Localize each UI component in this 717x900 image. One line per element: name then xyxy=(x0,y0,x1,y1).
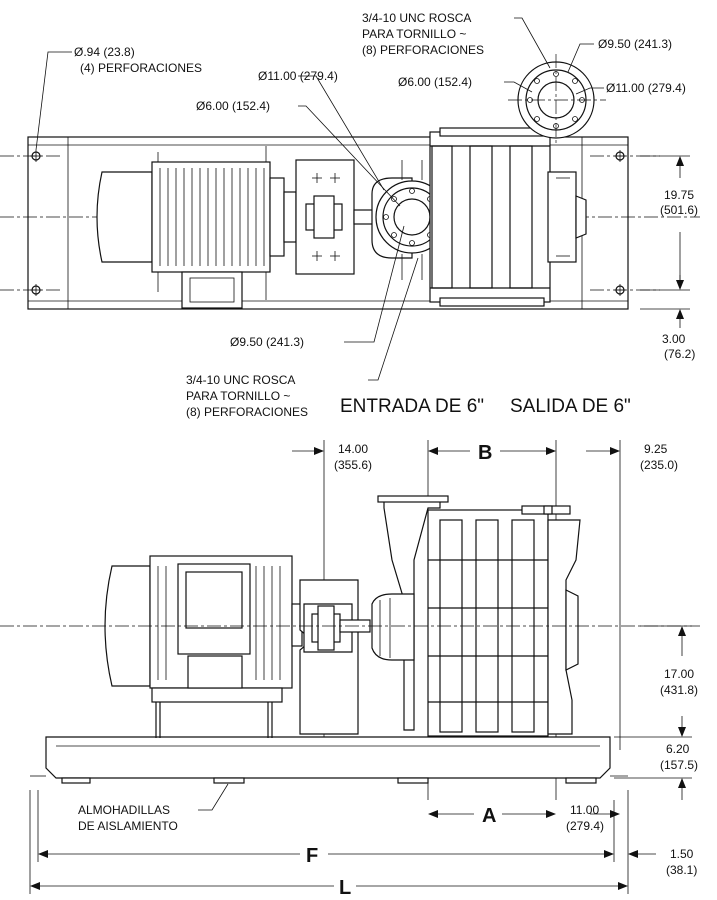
label-dim-150-b: (38.1) xyxy=(666,863,697,877)
dim-a xyxy=(428,810,556,818)
top-view: Ø.94 (23.8) (4) PERFORACIONES 3/4-10 UNC… xyxy=(0,11,700,419)
side-motor xyxy=(104,555,303,738)
label-dim-1700-b: (431.8) xyxy=(660,683,698,697)
label-dim-1700-a: 17.00 xyxy=(664,667,694,681)
label-dim-a: A xyxy=(482,805,496,827)
label-hole-dia: Ø.94 (23.8) xyxy=(74,45,135,59)
label-inlet-thread-1: 3/4-10 UNC ROSCA xyxy=(186,373,295,387)
label-inlet-dia-1100: Ø11.00 (279.4) xyxy=(258,69,338,83)
label-outlet-dia-950: Ø9.50 (241.3) xyxy=(598,37,672,51)
label-hole-count: (4) PERFORACIONES xyxy=(80,61,202,75)
label-outlet-dia-1100: Ø11.00 (279.4) xyxy=(606,81,686,95)
label-dim-300-a: 3.00 xyxy=(662,332,686,346)
label-inlet-thread-3: (8) PERFORACIONES xyxy=(186,405,308,419)
outlet-flange xyxy=(508,54,606,146)
label-dim-1100-a: 11.00 xyxy=(570,803,599,817)
coupling-guard xyxy=(295,159,375,275)
side-view: 14.00 (355.6) B 9.25 (235.0) 17.00 (431.… xyxy=(0,440,700,899)
label-inlet-thread-2: PARA TORNILLO ~ xyxy=(186,389,290,403)
label-dim-1975-a: 19.75 xyxy=(664,188,694,202)
label-outlet-thread-1: 3/4-10 UNC ROSCA xyxy=(362,11,471,25)
dim-6-20 xyxy=(614,777,692,800)
label-pads-2: DE AISLAMIENTO xyxy=(78,819,178,833)
label-dim-l: L xyxy=(339,877,351,899)
caption-inlet: ENTRADA DE 6" xyxy=(340,396,484,417)
motor xyxy=(96,146,297,309)
top-base-plate xyxy=(27,136,629,310)
label-dim-1975-b: (501.6) xyxy=(660,203,698,217)
label-outlet-thread-3: (8) PERFORACIONES xyxy=(362,43,484,57)
mounting-hole-icon xyxy=(30,150,626,296)
pump-body xyxy=(429,127,587,307)
caption-outlet: SALIDA DE 6" xyxy=(510,396,631,417)
label-inlet-dia-600: Ø6.00 (152.4) xyxy=(196,99,270,113)
label-dim-1400-a: 14.00 xyxy=(338,442,368,456)
dim-f xyxy=(37,790,614,862)
label-outlet-dia-600: Ø6.00 (152.4) xyxy=(398,75,472,89)
pads-leader xyxy=(198,783,229,811)
side-coupling-guard xyxy=(299,579,371,735)
label-dim-b: B xyxy=(478,442,492,464)
label-dim-300-b: (76.2) xyxy=(664,347,695,361)
side-base xyxy=(30,736,628,784)
label-pads-1: ALMOHADILLAS xyxy=(78,803,170,817)
dim-19-75 xyxy=(640,155,690,291)
label-dim-925-b: (235.0) xyxy=(640,458,678,472)
dim-l xyxy=(29,790,628,894)
side-volute xyxy=(371,495,449,731)
label-dim-925-a: 9.25 xyxy=(644,442,668,456)
dim-17-00 xyxy=(614,625,692,738)
dim-3-00 xyxy=(640,275,690,328)
label-dim-620-b: (157.5) xyxy=(660,758,698,772)
side-pump-housing xyxy=(427,505,581,737)
label-inlet-dia-950: Ø9.50 (241.3) xyxy=(230,335,304,349)
top-leaders xyxy=(35,17,604,381)
label-dim-150-a: 1.50 xyxy=(670,847,694,861)
label-dim-f: F xyxy=(306,845,318,867)
label-outlet-thread-2: PARA TORNILLO ~ xyxy=(362,27,466,41)
label-dim-620-a: 6.20 xyxy=(666,742,690,756)
label-dim-1100-b: (279.4) xyxy=(566,819,604,833)
label-dim-1400-b: (355.6) xyxy=(334,458,372,472)
